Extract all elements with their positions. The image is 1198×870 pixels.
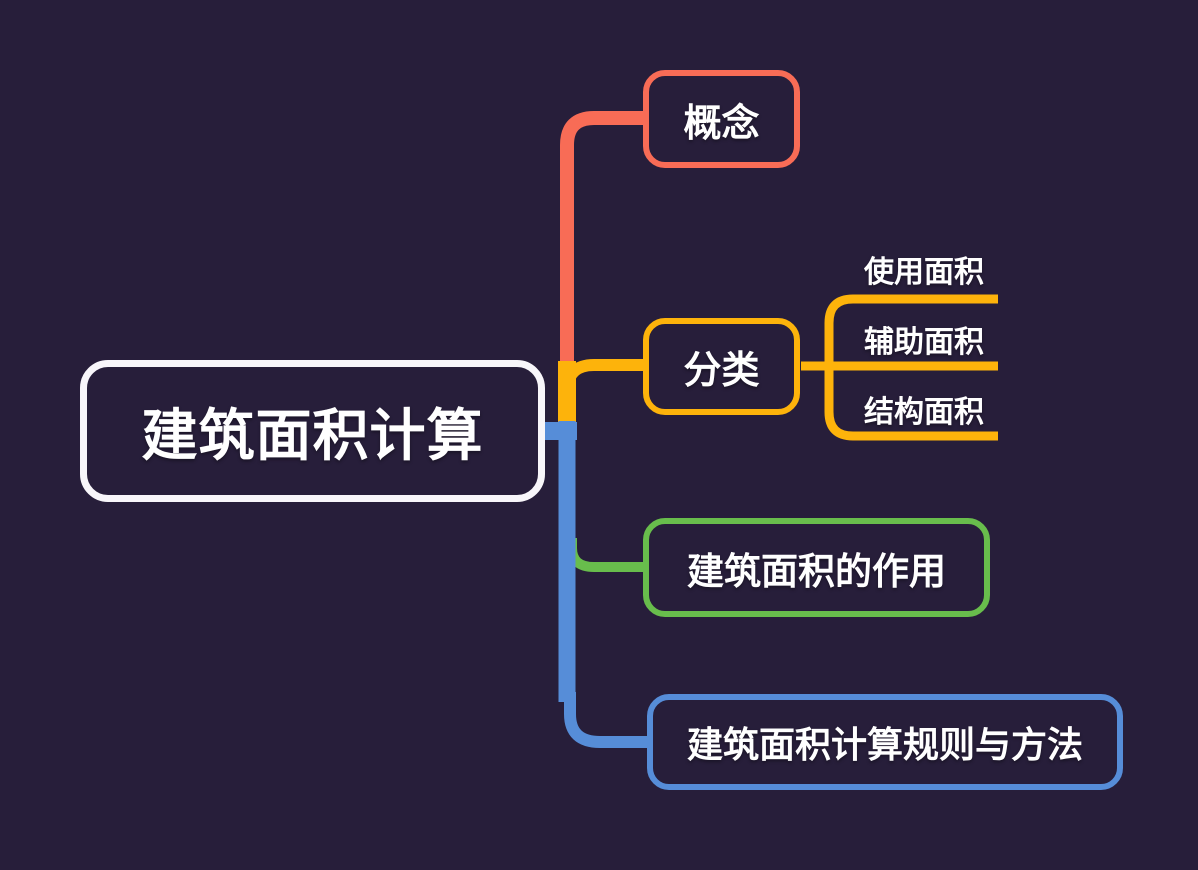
connector-concept-branch bbox=[560, 111, 646, 368]
connector-subtopic-bottom bbox=[824, 366, 998, 441]
branch-node-classification[interactable]: 分类 bbox=[643, 318, 800, 415]
branch-label-classification: 分类 bbox=[683, 350, 760, 392]
subtopic-node-auxiliary-area[interactable]: 辅助面积 bbox=[864, 326, 984, 359]
root-topic-node[interactable]: 建筑面积计算 bbox=[80, 360, 545, 502]
subtopic-node-usable-area[interactable]: 使用面积 bbox=[864, 256, 984, 289]
branch-node-rules[interactable]: 建筑面积计算规则与方法 bbox=[647, 694, 1123, 790]
root-topic-label: 建筑面积计算 bbox=[141, 403, 484, 467]
branch-label-role: 建筑面积的作用 bbox=[687, 550, 946, 592]
branch-node-concept[interactable]: 概念 bbox=[643, 70, 800, 168]
subtopic-node-structural-area[interactable]: 结构面积 bbox=[864, 396, 984, 429]
connector-classification-branch bbox=[561, 359, 646, 420]
connector-subtopic-top bbox=[824, 294, 998, 367]
branch-label-concept: 概念 bbox=[683, 102, 760, 145]
branch-label-rules: 建筑面积计算规则与方法 bbox=[686, 724, 1083, 765]
connector-role-branch bbox=[567, 538, 646, 572]
branch-node-role[interactable]: 建筑面积的作用 bbox=[643, 518, 990, 617]
connector-rules-elbow bbox=[564, 692, 650, 748]
